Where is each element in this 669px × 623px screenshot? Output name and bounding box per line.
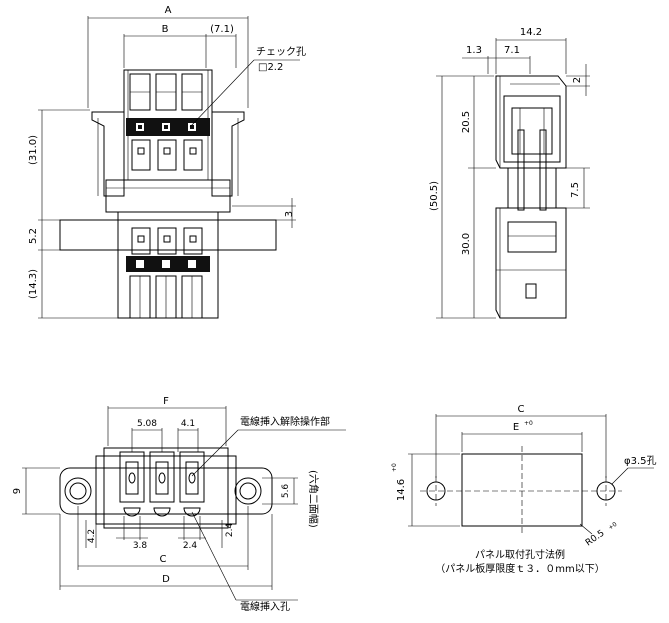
dim-D: D (162, 574, 170, 585)
dim-5-2: 5.2 (28, 228, 39, 244)
dim-2-4-b: 2.4 (225, 523, 235, 538)
dim-3: 3 (284, 211, 295, 217)
panel-dim-14-6: 14.6 (396, 479, 407, 501)
dim-30-0: 30.0 (461, 233, 472, 255)
flange (59, 467, 273, 515)
dim-7-1: 7.1 (504, 45, 520, 56)
dim-14-3: (14.3) (28, 269, 39, 299)
dim-4-2: 4.2 (87, 529, 97, 543)
panel-dim-14-6-tol: +0 (391, 463, 398, 472)
panel-radius-tol: +0 (607, 521, 618, 532)
side-view: 14.2 1.3 7.1 2 20.5 (50.5) 30.0 7.5 (429, 27, 590, 319)
check-hole-size: □2.2 (258, 62, 283, 73)
panel-caption-title: パネル取付孔寸法例 (475, 548, 565, 561)
dim-B: B (162, 24, 169, 35)
dim-A: A (165, 5, 172, 16)
dim-14-2: 14.2 (520, 27, 542, 38)
right-latch (211, 111, 245, 197)
screw-left (64, 477, 92, 505)
middle-housing (105, 179, 231, 213)
hex-flat-label: (六角二面幅) (307, 470, 320, 528)
dim-2-4-a: 2.4 (183, 541, 198, 551)
dim-31-0: (31.0) (28, 135, 39, 165)
front-view: A B (7.1) チェック孔 □2.2 (31.0) 5.2 (14.3) 3 (28, 5, 306, 319)
panel-cutout-view: C E +0 14.6 +0 φ3.5孔 R0.5 +0 パネル取付孔寸法例 （… (391, 404, 657, 575)
panel (59, 219, 277, 251)
dim-3-8: 3.8 (133, 541, 148, 551)
dim-C: C (160, 554, 167, 565)
wire-insert-hole (123, 507, 141, 517)
panel-hole-dim: φ3.5孔 (624, 455, 657, 467)
panel-radius-dim: R0.5 (584, 528, 607, 548)
wire-insertion-hole-label: 電線挿入孔 (240, 600, 290, 613)
side-lower-body (495, 207, 567, 319)
dim-7-5: 7.5 (570, 182, 581, 198)
check-hole-label: チェック孔 (256, 46, 306, 58)
dim-F: F (163, 396, 169, 407)
left-latch (91, 111, 125, 197)
dim-1-3: 1.3 (466, 45, 482, 56)
dim-2: 2 (572, 77, 583, 83)
panel-cutout (461, 453, 583, 527)
panel-dim-E: E (513, 422, 519, 433)
dim-20-5: 20.5 (461, 111, 472, 133)
dim-5-6: 5.6 (281, 484, 291, 499)
panel-dim-E-tol: +0 (524, 420, 533, 427)
screw-right (234, 477, 262, 505)
panel-caption-thickness: （パネル板厚限度ｔ３．０mm以下） (435, 562, 604, 575)
panel-dim-C: C (518, 404, 525, 415)
dim-5-08: 5.08 (137, 419, 157, 429)
dim-4-1: 4.1 (181, 419, 195, 429)
dim-9: 9 (12, 488, 23, 494)
bottom-view: F 5.08 4.1 電線挿入解除操作部 (六角二面幅) 9 5.6 4.2 (12, 396, 346, 613)
dim-50-5: (50.5) (429, 181, 440, 211)
release-operation-label: 電線挿入解除操作部 (240, 415, 330, 428)
dim-pitch-7-1: (7.1) (210, 24, 234, 35)
